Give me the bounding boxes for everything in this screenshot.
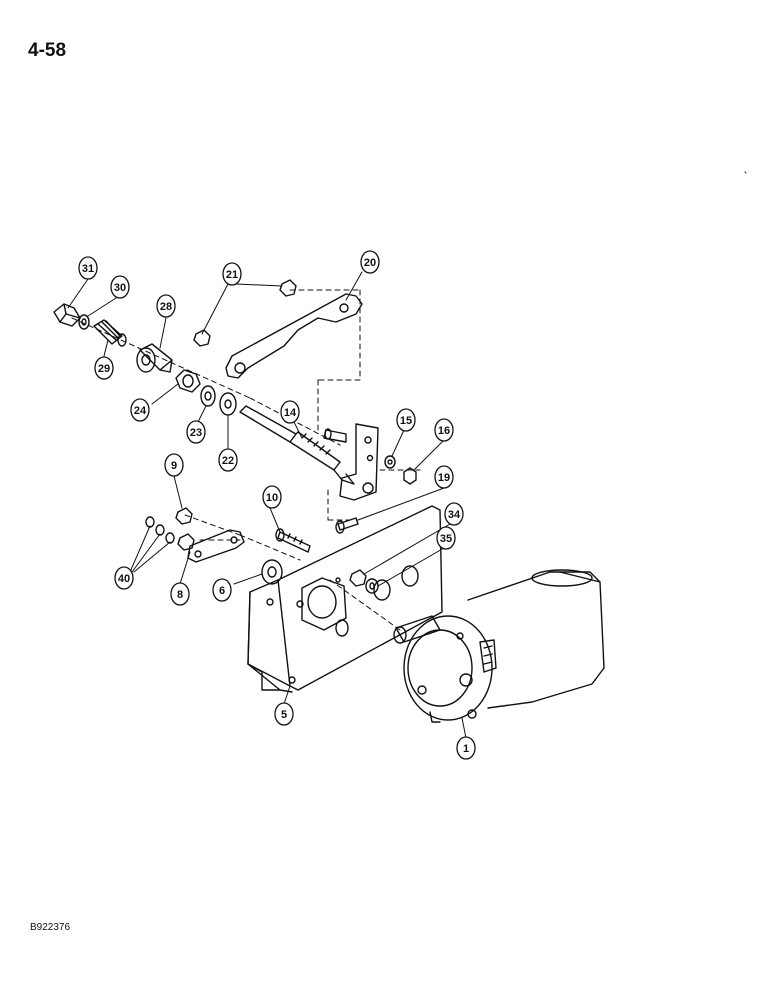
part-14-crank-arm xyxy=(339,423,379,501)
callout-30: 30 xyxy=(110,275,130,299)
callout-label: 30 xyxy=(114,282,126,294)
callout-bubble xyxy=(396,408,416,432)
part-40-washers xyxy=(145,516,195,551)
callout-label: 31 xyxy=(82,263,94,275)
callout-19: 19 xyxy=(434,465,454,489)
callout-bubble xyxy=(434,465,454,489)
callout-24: 24 xyxy=(130,398,150,422)
part-1-motor xyxy=(393,569,605,723)
callout-label: 21 xyxy=(226,269,238,281)
callout-bubble xyxy=(130,398,150,422)
part-21-nut-bottom xyxy=(193,329,211,347)
callout-6: 6 xyxy=(212,578,232,602)
callout-bubble xyxy=(164,453,184,477)
part-30-washer xyxy=(78,314,90,330)
callout-10: 10 xyxy=(262,485,282,509)
part-5-bracket xyxy=(247,505,443,693)
callout-label: 10 xyxy=(266,492,278,504)
part-23-washer xyxy=(200,385,216,407)
callout-1: 1 xyxy=(456,736,476,760)
part-21-nut-top xyxy=(279,279,297,297)
callout-bubble xyxy=(170,582,190,606)
callout-label: 8 xyxy=(177,589,183,601)
part-20-link-plate xyxy=(225,293,363,379)
callout-label: 19 xyxy=(438,472,450,484)
callout-bubble xyxy=(222,262,242,286)
part-24-hex-nut xyxy=(175,369,201,393)
callout-bubble xyxy=(434,418,454,442)
callout-bubble xyxy=(262,485,282,509)
callout-bubble xyxy=(444,502,464,526)
callout-label: 23 xyxy=(190,427,202,439)
part-16-nut xyxy=(403,467,417,485)
callout-bubble xyxy=(156,294,176,318)
part-6-washer xyxy=(261,559,283,585)
callout-bubble xyxy=(186,420,206,444)
callout-bubble xyxy=(274,702,294,726)
part-31-cap-nut xyxy=(53,303,81,327)
callout-bubble xyxy=(360,250,380,274)
callout-40: 40 xyxy=(114,566,134,590)
part-10-bolt xyxy=(275,528,311,553)
callouts: 31 30 28 21 20 29 24 23 22 14 15 16 9 10 19 34 35 40 8 6 5 1 xyxy=(78,250,476,760)
callout-label: 40 xyxy=(118,573,130,585)
callout-22: 22 xyxy=(218,448,238,472)
callout-29: 29 xyxy=(94,356,114,380)
figure-code: B922376 xyxy=(30,922,71,933)
callout-bubble xyxy=(114,566,134,590)
callout-label: 28 xyxy=(160,301,172,313)
callout-bubble xyxy=(78,256,98,280)
callout-21: 21 xyxy=(222,262,242,286)
callout-8: 8 xyxy=(170,582,190,606)
callout-23: 23 xyxy=(186,420,206,444)
callout-bubble xyxy=(94,356,114,380)
callout-label: 1 xyxy=(463,743,469,755)
page-speck xyxy=(744,171,747,174)
callout-label: 14 xyxy=(284,407,297,419)
callout-bubble xyxy=(436,526,456,550)
callout-31: 31 xyxy=(78,256,98,280)
callout-20: 20 xyxy=(360,250,380,274)
callout-bubble xyxy=(218,448,238,472)
callout-label: 34 xyxy=(448,509,461,521)
callout-label: 22 xyxy=(222,455,234,467)
callout-34: 34 xyxy=(444,502,464,526)
part-15-washer xyxy=(384,455,396,469)
callout-label: 6 xyxy=(219,585,225,597)
callout-9: 9 xyxy=(164,453,184,477)
callout-16: 16 xyxy=(434,418,454,442)
callout-14: 14 xyxy=(280,400,300,424)
part-28-bushing xyxy=(136,343,173,373)
callout-label: 16 xyxy=(438,425,450,437)
part-9-nut xyxy=(175,507,193,525)
callout-28: 28 xyxy=(156,294,176,318)
callout-label: 24 xyxy=(134,405,147,417)
callout-bubble xyxy=(110,275,130,299)
part-14-shaft xyxy=(239,405,355,485)
callout-label: 35 xyxy=(440,533,452,545)
page-number: 4-58 xyxy=(28,40,67,61)
part-34-nut xyxy=(349,569,367,587)
part-19-screw xyxy=(335,517,359,534)
callout-label: 20 xyxy=(364,257,376,269)
callout-label: 29 xyxy=(98,363,110,375)
callout-label: 9 xyxy=(171,460,177,472)
callout-label: 15 xyxy=(400,415,412,427)
callout-bubble xyxy=(280,400,300,424)
callout-bubble xyxy=(212,578,232,602)
callout-label: 5 xyxy=(281,709,287,721)
crank-pin xyxy=(323,428,347,443)
callout-leaders xyxy=(67,271,467,739)
callout-bubble xyxy=(456,736,476,760)
callout-5: 5 xyxy=(274,702,294,726)
part-8-lever-arm xyxy=(187,529,245,563)
part-22-washer xyxy=(219,392,237,416)
callout-35: 35 xyxy=(436,526,456,550)
callout-15: 15 xyxy=(396,408,416,432)
part-29-knob xyxy=(93,319,127,347)
part-35-washer xyxy=(365,578,379,594)
